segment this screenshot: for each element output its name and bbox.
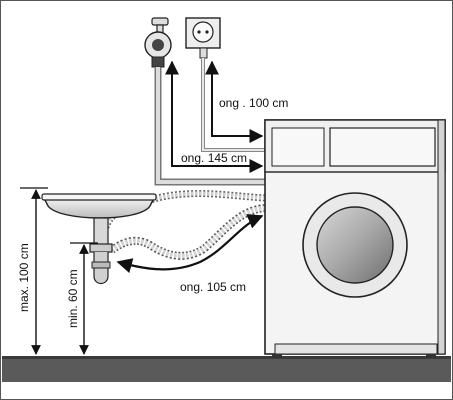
power-socket-icon — [185, 17, 221, 59]
sink-basin — [41, 193, 157, 219]
min-height-label: min. 60 cm — [66, 269, 80, 328]
drain-length-arrow — [116, 214, 264, 274]
max-height-label: max. 100 cm — [17, 243, 31, 312]
sink-trap — [89, 217, 113, 285]
door-glass — [316, 206, 394, 284]
water-tap-icon — [144, 17, 172, 68]
washing-machine — [264, 119, 446, 358]
water-length-arrow — [165, 60, 264, 173]
drain-length-label: ong. 105 cm — [180, 280, 246, 294]
floor — [2, 358, 451, 382]
power-length-label: ong . 100 cm — [219, 96, 288, 110]
water-length-label: ong. 145 cm — [181, 151, 247, 165]
floor-top-line — [2, 356, 451, 359]
